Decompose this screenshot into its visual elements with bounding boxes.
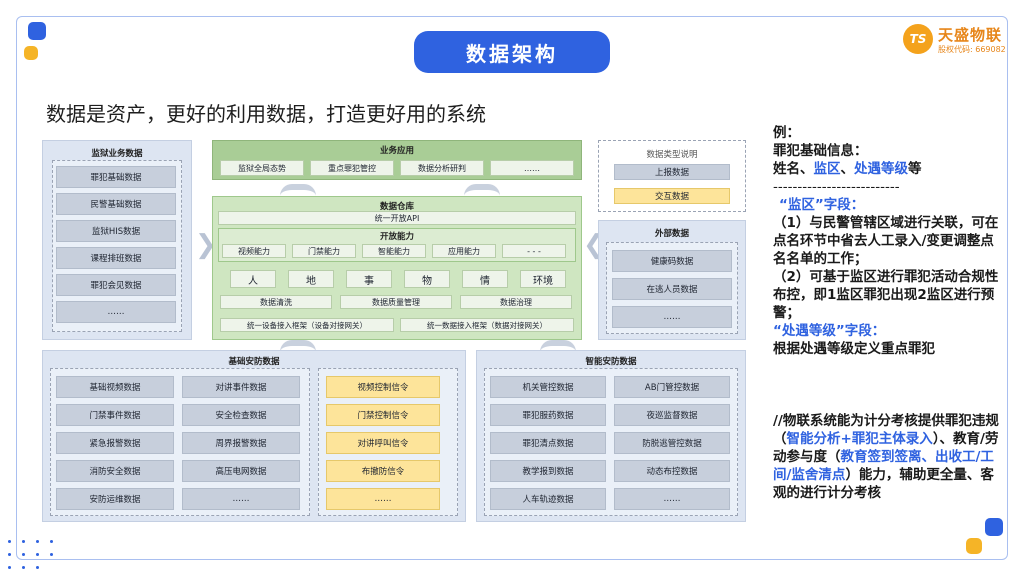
basic-security-title: 基础安防数据 bbox=[228, 357, 280, 367]
external-data-item: 在逃人员数据 bbox=[612, 278, 732, 300]
business-app-item: …… bbox=[490, 160, 574, 176]
framework-item: 统一数据接入框架（数据对接网关） bbox=[400, 318, 574, 332]
processing-item: 数据质量管理 bbox=[340, 295, 452, 309]
external-data-item: …… bbox=[612, 306, 732, 328]
page-title: 数据架构 bbox=[414, 31, 610, 73]
element-item: 情 bbox=[462, 270, 508, 288]
capability-item: 智能能力 bbox=[362, 244, 426, 258]
prison-data-item: 课程排班数据 bbox=[56, 247, 176, 269]
element-item: 人 bbox=[230, 270, 276, 288]
chevron-right-icon: ❯ bbox=[195, 230, 217, 260]
note-treatment-desc: 根据处遇等级定义重点罪犯 bbox=[773, 341, 935, 357]
prison-data-item: 民警基础数据 bbox=[56, 193, 176, 215]
business-app-item: 重点罪犯管控 bbox=[310, 160, 394, 176]
arrow-up-icon bbox=[280, 340, 316, 352]
element-item: 事 bbox=[346, 270, 392, 288]
slide-frame bbox=[16, 16, 1008, 560]
business-app-item: 监狱全局态势 bbox=[220, 160, 304, 176]
smart-security-item: 教学报到数据 bbox=[490, 460, 606, 482]
unified-api: 统一开放API bbox=[218, 211, 576, 225]
note-field-treatment: “处遇等级”字段： bbox=[773, 323, 886, 339]
business-apps-title: 业务应用 bbox=[379, 146, 414, 156]
business-app-item: 数据分析研判 bbox=[400, 160, 484, 176]
note-scoring: //物联系统能为计分考核提供罪犯违规（智能分析+罪犯主体录入）、教育/劳动参与度… bbox=[773, 413, 999, 501]
arrow-up-icon bbox=[280, 184, 316, 196]
capability-item: 视频能力 bbox=[222, 244, 286, 258]
smart-security-item: 罪犯服药数据 bbox=[490, 404, 606, 426]
capability-item: 应用能力 bbox=[432, 244, 496, 258]
prison-data-item: 监狱HIS数据 bbox=[56, 220, 176, 242]
arrow-up-icon bbox=[464, 184, 500, 196]
control-signal-item: …… bbox=[326, 488, 440, 510]
capability-item: - - - bbox=[502, 244, 566, 258]
basic-security-item: 周界报警数据 bbox=[182, 432, 300, 454]
capability-title: 开放能力 bbox=[379, 232, 414, 242]
framework-item: 统一设备接入框架（设备对接网关） bbox=[220, 318, 394, 332]
element-item: 物 bbox=[404, 270, 450, 288]
smart-security-title: 智能安防数据 bbox=[585, 357, 637, 367]
smart-security-item: 机关管控数据 bbox=[490, 376, 606, 398]
smart-security-item: 动态布控数据 bbox=[614, 460, 730, 482]
control-signal-item: 视频控制信令 bbox=[326, 376, 440, 398]
basic-security-item: …… bbox=[182, 488, 300, 510]
prison-data-item: 罪犯会见数据 bbox=[56, 274, 176, 296]
control-signal-item: 门禁控制信令 bbox=[326, 404, 440, 426]
logo-name: 天盛物联 bbox=[938, 26, 1003, 44]
note-area-point1: （1）与民警管辖区域进行关联，可在点名环节中省去人工录入/变更调整点名名单的工作… bbox=[773, 215, 999, 267]
logo-icon: TS bbox=[903, 24, 933, 54]
note-basic-info: 罪犯基础信息： bbox=[773, 143, 868, 159]
basic-security-item: 紧急报警数据 bbox=[56, 432, 174, 454]
smart-security-item: 人车轨迹数据 bbox=[490, 488, 606, 510]
deco-square-blue-top bbox=[28, 22, 46, 40]
note-area-point2: （2）可基于监区进行罪犯活动合规性布控，即1监区罪犯出现2监区进行预警； bbox=[773, 269, 999, 321]
deco-square-yellow-top bbox=[24, 46, 38, 60]
control-signal-item: 布撤防信令 bbox=[326, 460, 440, 482]
headline: 数据是资产，更好的利用数据，打造更好用的系统 bbox=[46, 102, 486, 126]
element-item: 环境 bbox=[520, 270, 566, 288]
smart-security-item: 防脱逃管控数据 bbox=[614, 432, 730, 454]
deco-square-yellow-bottom bbox=[966, 538, 982, 554]
smart-security-item: AB门管控数据 bbox=[614, 376, 730, 398]
element-item: 地 bbox=[288, 270, 334, 288]
basic-security-item: 安防运维数据 bbox=[56, 488, 174, 510]
smart-security-item: 罪犯清点数据 bbox=[490, 432, 606, 454]
prison-data-title: 监狱业务数据 bbox=[91, 149, 143, 159]
basic-security-item: 消防安全数据 bbox=[56, 460, 174, 482]
note-example-label: 例： bbox=[773, 125, 800, 141]
legend-report-data: 上报数据 bbox=[614, 164, 730, 180]
capability-item: 门禁能力 bbox=[292, 244, 356, 258]
logo-stock-code: 股权代码: 669082 bbox=[938, 45, 1006, 54]
basic-security-item: 门禁事件数据 bbox=[56, 404, 174, 426]
prison-data-item: 罪犯基础数据 bbox=[56, 166, 176, 188]
processing-item: 数据清洗 bbox=[220, 295, 332, 309]
prison-data-item: …… bbox=[56, 301, 176, 323]
basic-security-item: 安全检查数据 bbox=[182, 404, 300, 426]
note-separator: -------------------------- bbox=[773, 179, 900, 195]
external-data-title: 外部数据 bbox=[654, 229, 689, 239]
external-data-item: 健康码数据 bbox=[612, 250, 732, 272]
deco-square-blue-bottom bbox=[985, 518, 1003, 536]
basic-security-item: 基础视频数据 bbox=[56, 376, 174, 398]
basic-security-item: 对讲事件数据 bbox=[182, 376, 300, 398]
legend-interactive-data: 交互数据 bbox=[614, 188, 730, 204]
warehouse-title: 数据仓库 bbox=[379, 202, 414, 212]
legend-title: 数据类型说明 bbox=[646, 150, 698, 160]
arrow-up-icon bbox=[540, 340, 576, 352]
smart-security-item: …… bbox=[614, 488, 730, 510]
basic-security-item: 高压电网数据 bbox=[182, 460, 300, 482]
smart-security-item: 夜巡监督数据 bbox=[614, 404, 730, 426]
note-field-area: “监区”字段： bbox=[779, 197, 865, 213]
control-signal-item: 对讲呼叫信令 bbox=[326, 432, 440, 454]
processing-item: 数据治理 bbox=[460, 295, 572, 309]
note-fields: 姓名、监区、处遇等级等 bbox=[773, 161, 922, 177]
